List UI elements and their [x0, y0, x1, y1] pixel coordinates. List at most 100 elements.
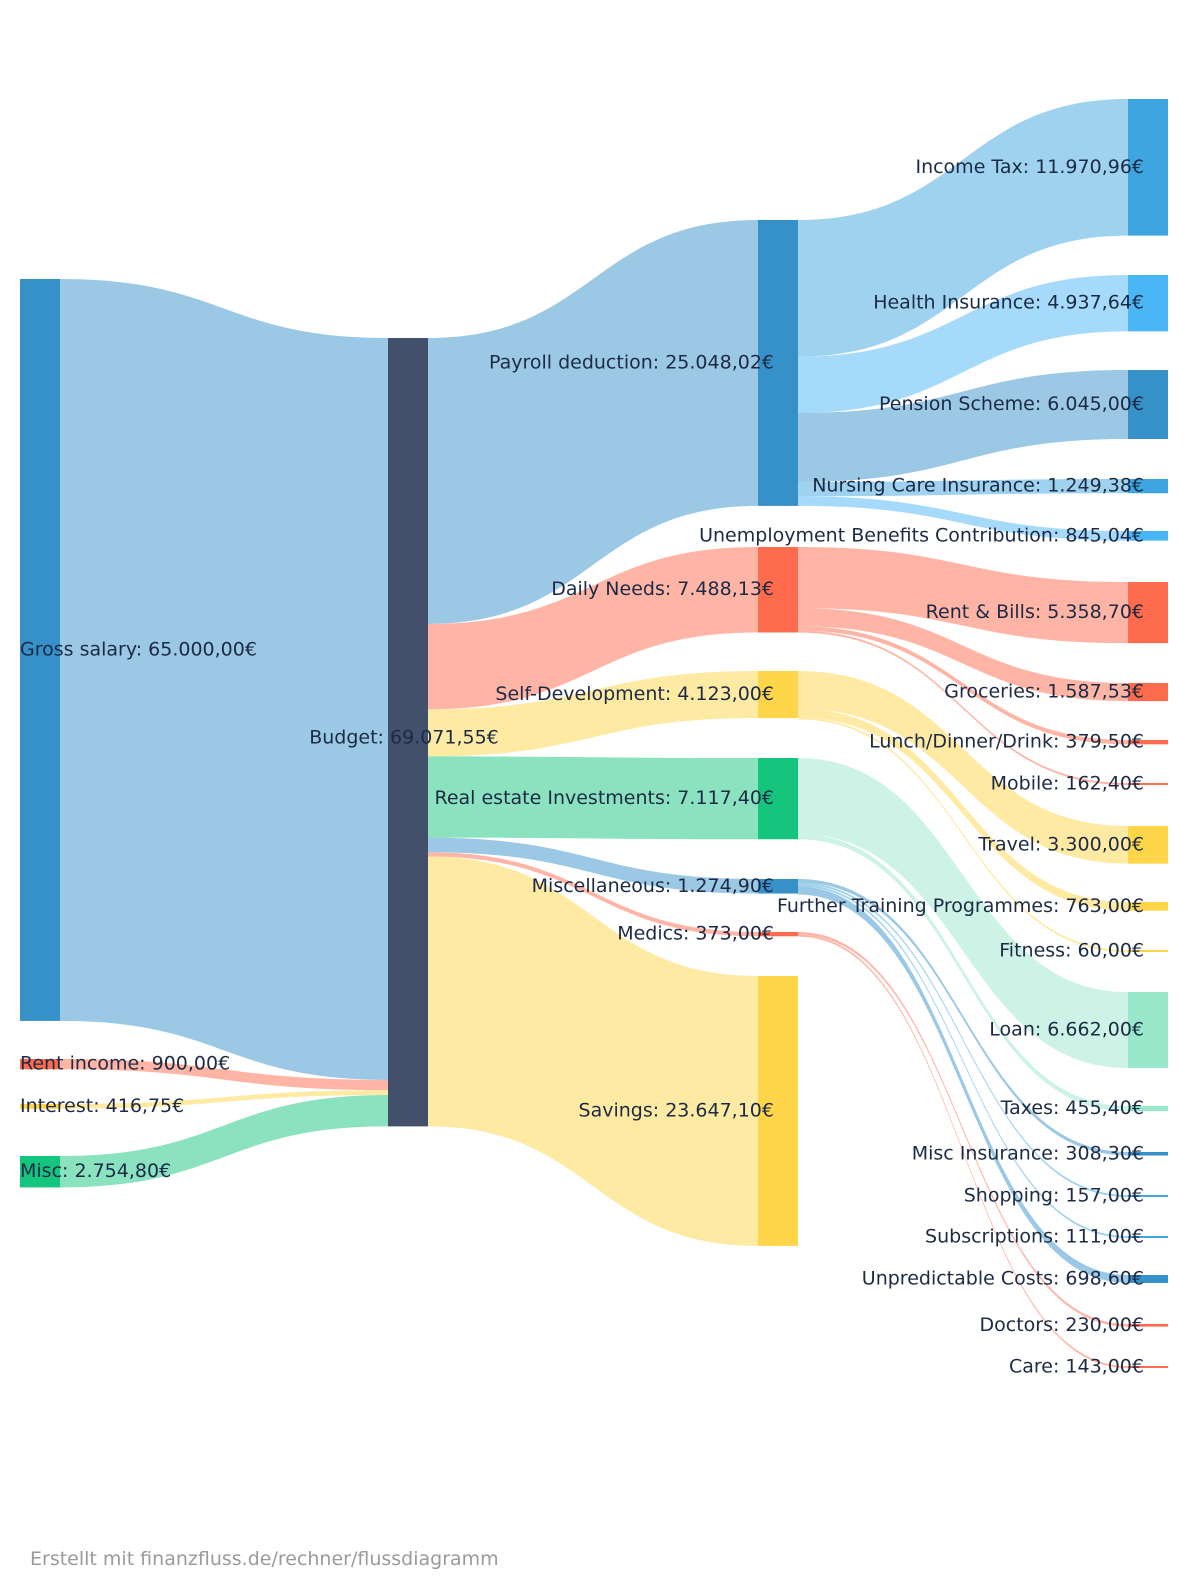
link-daily-to-rent-bills: [798, 547, 1128, 644]
item-node-health-insurance: [1128, 275, 1168, 332]
category-label-selfdev: Self-Development: 4.123,00€: [495, 683, 774, 705]
link-payroll-to-nursing-care-insurance: [798, 479, 1128, 497]
link-payroll-to-health-insurance: [798, 275, 1128, 413]
item-node-unemployment-benefits-contribution: [1128, 531, 1168, 541]
source-label-rent_income: Rent income: 900,00€: [20, 1053, 230, 1075]
item-label-rent-bills: Rent & Bills: 5.358,70€: [926, 601, 1144, 623]
category-node-selfdev: [758, 671, 798, 719]
item-node-nursing-care-insurance: [1128, 479, 1168, 494]
item-node-doctors: [1128, 1324, 1168, 1327]
item-node-further-training-programmes: [1128, 902, 1168, 911]
item-node-mobile: [1128, 783, 1168, 785]
category-node-daily: [758, 547, 798, 633]
source-label-misc_in: Misc: 2.754,80€: [20, 1160, 171, 1182]
item-node-unpredictable-costs: [1128, 1275, 1168, 1283]
link-miscellaneous-to-subscriptions: [798, 884, 1128, 1238]
item-label-subscriptions: Subscriptions: 111,00€: [925, 1226, 1144, 1248]
category-node-savings: [758, 976, 798, 1246]
link-budget-to-medics: [428, 852, 758, 937]
item-node-pension-scheme: [1128, 370, 1168, 439]
link-payroll-to-unemployment-benefits-contribution: [798, 496, 1128, 541]
source-node-gross: [20, 279, 60, 1021]
link-misc_in-to-budget: [60, 1094, 388, 1188]
source-label-gross: Gross salary: 65.000,00€: [20, 638, 257, 660]
source-node-rent_income: [20, 1059, 60, 1070]
link-miscellaneous-to-misc-insurance: [798, 879, 1128, 1156]
budget-node: [388, 338, 428, 1127]
item-label-groceries: Groceries: 1.587,53€: [944, 681, 1144, 703]
category-node-miscellaneous: [758, 879, 798, 894]
item-node-shopping: [1128, 1195, 1168, 1197]
link-medics-to-care: [798, 934, 1128, 1368]
link-daily-to-groceries: [798, 608, 1128, 702]
item-node-taxes: [1128, 1106, 1168, 1112]
item-label-taxes: Taxes: 455,40€: [1000, 1097, 1144, 1119]
link-interest-to-budget: [60, 1090, 388, 1109]
link-budget-to-selfdev: [428, 671, 758, 757]
item-label-lunch-dinner-drink: Lunch/Dinner/Drink: 379,50€: [869, 731, 1144, 753]
item-label-unemployment-benefits-contribution: Unemployment Benefits Contribution: 845,…: [699, 524, 1144, 546]
flow-links: [60, 99, 1128, 1368]
credit-text: Erstellt mit finanzfluss.de/rechner/flus…: [30, 1548, 499, 1570]
link-budget-to-daily: [428, 547, 758, 710]
link-selfdev-to-travel: [798, 671, 1128, 864]
source-node-misc_in: [20, 1156, 60, 1188]
link-rent_income-to-budget: [60, 1059, 388, 1091]
item-node-misc-insurance: [1128, 1152, 1168, 1156]
link-daily-to-lunch-dinner-drink: [798, 626, 1128, 745]
link-realestate-to-loan: [798, 758, 1128, 1069]
item-label-travel: Travel: 3.300,00€: [977, 833, 1144, 855]
category-label-payroll: Payroll deduction: 25.048,02€: [489, 351, 774, 373]
item-node-fitness: [1128, 950, 1168, 952]
item-label-health-insurance: Health Insurance: 4.937,64€: [873, 292, 1144, 314]
link-payroll-to-pension-scheme: [798, 370, 1128, 482]
item-label-pension-scheme: Pension Scheme: 6.045,00€: [879, 393, 1144, 415]
item-node-subscriptions: [1128, 1236, 1168, 1238]
link-budget-to-realestate: [428, 756, 758, 840]
item-label-loan: Loan: 6.662,00€: [989, 1019, 1144, 1041]
category-node-medics: [758, 932, 798, 937]
link-miscellaneous-to-shopping: [798, 882, 1128, 1197]
link-payroll-to-income-tax: [798, 99, 1128, 357]
category-label-daily: Daily Needs: 7.488,13€: [551, 578, 774, 600]
item-label-income-tax: Income Tax: 11.970,96€: [915, 156, 1144, 178]
link-miscellaneous-to-unpredictable-costs: [798, 886, 1128, 1283]
source-node-interest: [20, 1104, 60, 1109]
category-label-miscellaneous: Miscellaneous: 1.274,90€: [532, 875, 774, 897]
item-label-care: Care: 143,00€: [1009, 1356, 1144, 1378]
category-label-realestate: Real estate Investments: 7.117,40€: [434, 787, 774, 809]
link-daily-to-mobile: [798, 630, 1128, 785]
item-label-nursing-care-insurance: Nursing Care Insurance: 1.249,38€: [812, 475, 1144, 497]
item-label-mobile: Mobile: 162,40€: [991, 773, 1144, 795]
item-node-income-tax: [1128, 99, 1168, 236]
link-selfdev-to-fitness: [798, 717, 1128, 952]
item-node-care: [1128, 1366, 1168, 1368]
link-budget-to-miscellaneous: [428, 837, 758, 894]
item-label-fitness: Fitness: 60,00€: [999, 940, 1144, 962]
link-medics-to-doctors: [798, 932, 1128, 1327]
item-label-further-training-programmes: Further Training Programmes: 763,00€: [777, 895, 1144, 917]
item-node-loan: [1128, 992, 1168, 1069]
item-label-misc-insurance: Misc Insurance: 308,30€: [912, 1142, 1144, 1164]
link-selfdev-to-further-training-programmes: [798, 708, 1128, 911]
flow-nodes: [20, 99, 1168, 1368]
item-label-doctors: Doctors: 230,00€: [980, 1314, 1145, 1336]
item-node-groceries: [1128, 683, 1168, 702]
category-label-savings: Savings: 23.647,10€: [579, 1099, 774, 1121]
item-node-rent-bills: [1128, 582, 1168, 644]
item-label-unpredictable-costs: Unpredictable Costs: 698,60€: [862, 1267, 1144, 1289]
category-node-realestate: [758, 758, 798, 840]
item-node-travel: [1128, 826, 1168, 864]
link-budget-to-payroll: [428, 220, 758, 624]
node-labels: Gross salary: 65.000,00€ Rent income: 900…: [20, 156, 1144, 1378]
link-budget-to-savings: [428, 856, 758, 1246]
source-label-interest: Interest: 416,75€: [20, 1095, 184, 1117]
item-label-shopping: Shopping: 157,00€: [964, 1185, 1144, 1207]
link-realestate-to-taxes: [798, 834, 1128, 1112]
item-node-lunch-dinner-drink: [1128, 740, 1168, 745]
category-label-medics: Medics: 373,00€: [617, 923, 774, 945]
category-node-payroll: [758, 220, 798, 506]
link-gross-to-budget: [60, 279, 388, 1080]
budget-label: Budget: 69.071,55€: [309, 727, 499, 749]
